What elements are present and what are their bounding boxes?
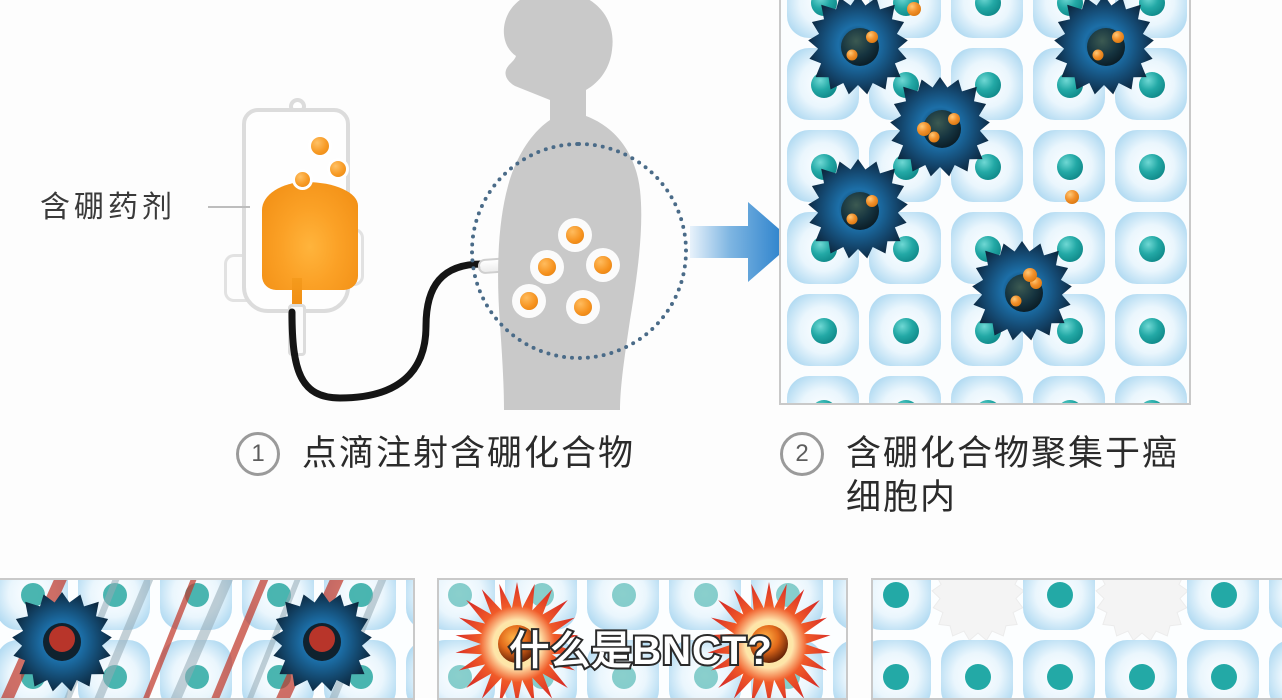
step-2-text-line2: 细胞内 <box>846 477 958 517</box>
panel-healthy-cells-remain <box>871 578 1282 700</box>
flow-arrow-right-icon <box>690 202 794 282</box>
cancer-cell-grid-panel <box>779 0 1191 405</box>
iv-bag-left-tab <box>224 254 258 302</box>
step-2-badge: 2 <box>780 432 824 476</box>
subtitle-overlay: 什么是BNCT? <box>507 627 774 675</box>
boron-bubble <box>295 172 310 187</box>
diagram-top-region: 含硼药剂 <box>40 0 1230 520</box>
tumor-boron-dot <box>574 298 592 316</box>
tumor-region-circle <box>470 142 688 360</box>
boron-bubble <box>311 137 329 155</box>
iv-tube <box>288 260 486 402</box>
tumor-boron-dot <box>520 292 538 310</box>
step-1-badge: 1 <box>236 432 280 476</box>
step-2-text: 含硼化合物聚集于癌 细胞内 <box>846 432 1179 520</box>
iv-bag-illustration <box>224 98 364 356</box>
step-2-caption: 2 含硼化合物聚集于癌 细胞内 <box>780 432 1230 520</box>
iv-bag-neck <box>292 278 302 312</box>
boron-bubble <box>330 161 346 177</box>
boron-drug-label: 含硼药剂 <box>40 191 176 224</box>
tumor-boron-dot <box>538 258 556 276</box>
iv-bag-fluid <box>262 182 358 290</box>
panel-neutron-beam <box>0 578 415 700</box>
panel-cell-destruction <box>437 578 848 700</box>
iv-bag-body <box>242 108 358 313</box>
label-leader-line <box>208 206 250 208</box>
tumor-boron-dot <box>594 256 612 274</box>
step-1-caption: 1 点滴注射含硼化合物 <box>236 432 635 476</box>
tumor-boron-dot <box>566 226 584 244</box>
step-1-text: 点滴注射含硼化合物 <box>302 434 636 473</box>
step-2-text-line1: 含硼化合物聚集于癌 <box>846 434 1180 473</box>
